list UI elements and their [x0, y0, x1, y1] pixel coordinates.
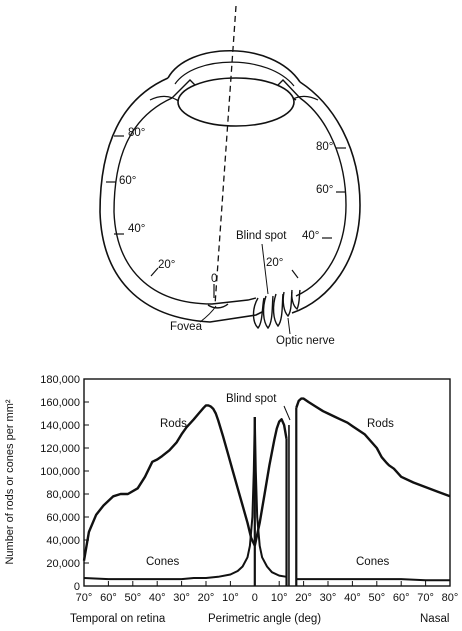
optic-nerve-leader	[287, 317, 291, 335]
angle-label-nasal-60: 60°	[316, 184, 333, 196]
y-axis-label: Number of rods or cones per mm²	[4, 399, 16, 564]
rods-density-line-temporal	[82, 404, 256, 561]
y-tick-label: 20,000	[46, 558, 80, 570]
rods-density-line-central	[253, 418, 288, 547]
angle-label-nasal-80: 80°	[316, 141, 333, 153]
blind-spot-label: Blind spot	[236, 230, 287, 242]
retina-inner-outline-nasal	[295, 97, 347, 297]
nasal-angle-ticks	[291, 147, 346, 279]
y-axis-ticks: 0 20,000 40,000 60,000 80,000 100,000 120,000 1…	[40, 374, 89, 593]
x-tick-label: 60°	[393, 592, 410, 604]
x-tick-label: 20°	[198, 592, 215, 604]
x-tick-label: 70°	[417, 592, 434, 604]
cones-label-right: Cones	[356, 556, 389, 568]
optic-nerve-bundle	[252, 289, 301, 330]
cornea-inner-outline	[174, 61, 295, 87]
x-tick-label: 80°	[442, 592, 459, 604]
x-tick-label: 50°	[124, 592, 141, 604]
x-tick-label: 60°	[100, 592, 117, 604]
fovea-label: Fovea	[170, 321, 203, 333]
y-tick-label: 140,000	[40, 420, 80, 432]
y-tick-label: 180,000	[40, 374, 80, 386]
x-axis-note-nasal: Nasal	[420, 613, 449, 625]
y-tick-label: 60,000	[46, 512, 80, 524]
optic-nerve-label: Optic nerve	[276, 335, 335, 347]
x-tick-label: 40°	[149, 592, 166, 604]
x-axis-note-temporal: Temporal on retina	[70, 613, 166, 625]
sclera-outer-outline	[99, 77, 263, 323]
cornea-outline	[167, 49, 301, 83]
fovea-leader	[199, 305, 217, 323]
cones-density-line-temporal	[83, 416, 256, 581]
x-tick-label: 10°	[222, 592, 239, 604]
fovea-pit	[207, 303, 229, 309]
y-tick-label: 40,000	[46, 535, 80, 547]
y-tick-label: 80,000	[46, 489, 80, 501]
temporal-angle-ticks	[106, 135, 215, 298]
angle-label-temporal-20: 20°	[158, 259, 175, 271]
x-tick-label: 30°	[320, 592, 337, 604]
angle-label-temporal-80: 80°	[128, 127, 145, 139]
y-tick-label: 160,000	[40, 397, 80, 409]
x-tick-label: 20°	[295, 592, 312, 604]
rods-density-line-nasal	[295, 397, 451, 498]
x-tick-label: 0	[252, 592, 258, 604]
sclera-outer-outline-nasal	[291, 81, 361, 314]
chart-blind-spot-label: Blind spot	[226, 393, 277, 405]
cones-label-left: Cones	[146, 556, 179, 568]
rods-label-left: Rods	[160, 418, 187, 430]
x-tick-label: 30°	[173, 592, 190, 604]
x-tick-label: 10°	[271, 592, 288, 604]
x-tick-label: 50°	[368, 592, 385, 604]
x-axis-label: Perimetric angle (deg)	[208, 613, 321, 625]
receptor-density-chart: 0 20,000 40,000 60,000 80,000 100,000 120,000 1…	[4, 374, 458, 625]
rods-label-right: Rods	[367, 418, 394, 430]
y-tick-label: 100,000	[40, 466, 80, 478]
blind-spot-leader	[261, 243, 269, 295]
y-tick-label: 0	[74, 581, 80, 593]
cones-density-line-nasal	[296, 578, 450, 582]
chart-blind-spot-leader	[283, 405, 291, 421]
x-axis-ticks: 70° 60° 50° 40° 30° 20° 10° 0 10° 20° 30° 40° 50° 60°…	[76, 581, 459, 604]
angle-label-nasal-20: 20°	[266, 257, 283, 269]
angle-label-nasal-40: 40°	[302, 230, 319, 242]
angle-label-temporal-60: 60°	[119, 175, 136, 187]
retina-inner-outline	[113, 97, 257, 305]
y-tick-label: 120,000	[40, 443, 80, 455]
cones-density-line-central	[253, 416, 287, 578]
x-tick-label: 70°	[76, 592, 93, 604]
eye-cross-section-diagram: 80° 60° 40° 20° 0 80° 60° 40° 20° Blind …	[99, 5, 361, 347]
x-tick-label: 40°	[344, 592, 361, 604]
angle-label-temporal-0: 0	[211, 273, 217, 285]
lens	[177, 77, 295, 127]
angle-label-temporal-40: 40°	[128, 223, 145, 235]
chart-frame	[83, 378, 451, 587]
series-layer	[82, 397, 451, 586]
